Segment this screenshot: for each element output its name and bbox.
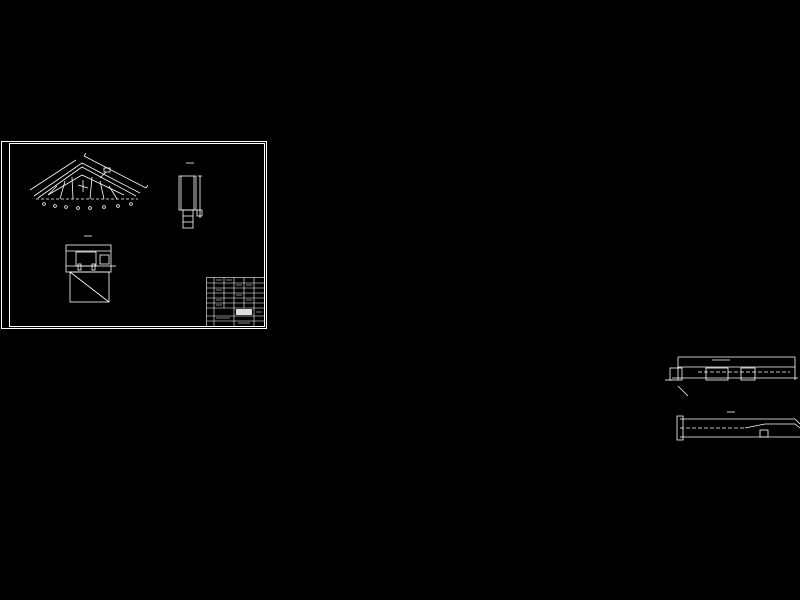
support-node: [129, 202, 133, 206]
annotation-tag: [103, 167, 111, 173]
dimension-tick: [83, 152, 87, 157]
section-plate: [99, 254, 110, 265]
beam-stiffener-zone: [740, 367, 756, 381]
plan-taper-line: [744, 423, 800, 429]
support-markers: [42, 202, 133, 210]
truss-top-chord-outer: [33, 162, 141, 197]
dimension-line: [29, 159, 77, 191]
support-node: [88, 206, 92, 210]
beam-side-view: [665, 356, 798, 397]
drawing-sheet: [1, 141, 267, 329]
section-bolt-detail: [196, 209, 203, 217]
support-node: [76, 206, 80, 210]
sheet-inner-frame: [9, 143, 265, 327]
dimension-line: [83, 155, 147, 189]
annotation-leader: [677, 385, 689, 397]
truss-web-member: [89, 176, 93, 200]
beam-stiffener-zone: [705, 367, 729, 381]
section-bolt: [91, 263, 96, 271]
beam-plan-view: [676, 411, 800, 441]
plan-connection-detail: [759, 429, 769, 438]
beam-connection-box: [669, 367, 683, 381]
annotation-leader: [99, 171, 107, 179]
title-block-frame: [206, 277, 265, 327]
truss-web-member: [71, 176, 74, 200]
truss-elevation-view: [29, 152, 149, 210]
section-bolt: [77, 263, 82, 271]
section-diagonal: [69, 271, 110, 303]
support-node: [116, 204, 120, 208]
support-node: [102, 205, 106, 209]
section-view-a: [178, 162, 203, 229]
support-node: [64, 205, 68, 209]
truss-web-member: [47, 185, 58, 196]
title-block-text-marks: [216, 279, 262, 324]
sheet-outer-border: [1, 141, 267, 329]
section-view-b: [65, 235, 116, 303]
truss-web-member: [59, 180, 66, 200]
dimension-tick: [145, 184, 149, 189]
section-stem: [182, 209, 194, 229]
section-lower-box: [69, 271, 110, 303]
plan-end-plate: [676, 415, 684, 441]
section-inner-box: [75, 251, 97, 267]
support-node: [53, 204, 57, 208]
title-block: [206, 277, 265, 327]
plan-end-cut: [794, 418, 800, 425]
truss-web-member: [99, 180, 105, 200]
truss-top-chord-inner: [37, 166, 137, 199]
truss-web-member: [108, 185, 118, 200]
support-node: [42, 202, 46, 206]
title-block-logo: [236, 309, 252, 315]
